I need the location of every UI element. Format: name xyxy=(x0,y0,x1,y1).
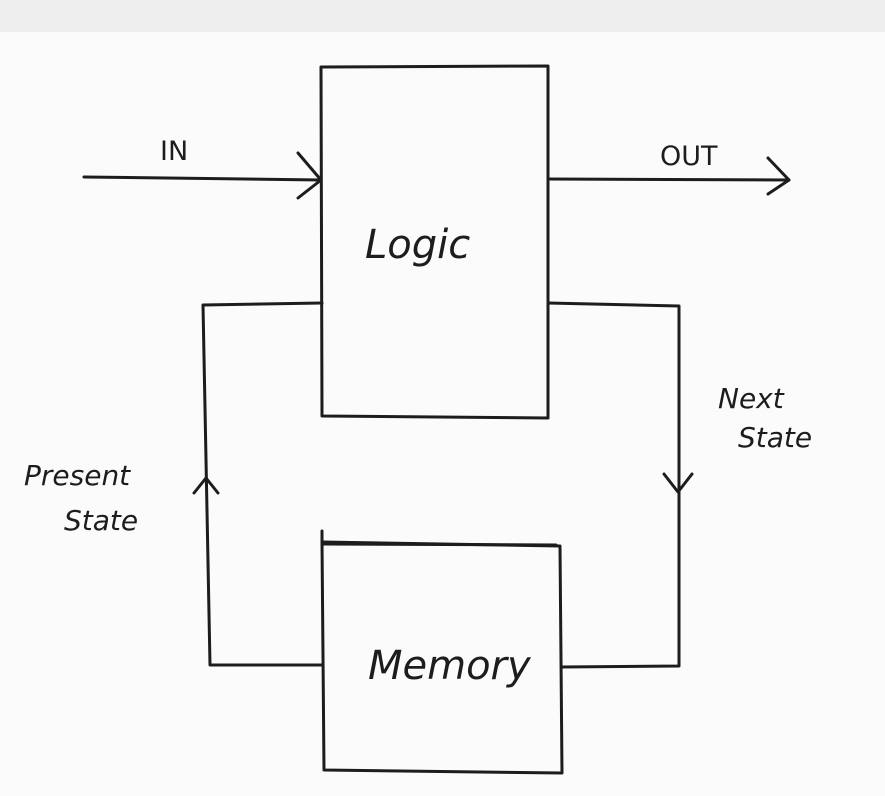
next-state-path xyxy=(546,301,681,669)
present-state-label-line1: Present xyxy=(24,459,131,492)
memory-block-top-edge xyxy=(320,529,558,547)
output-arrowhead xyxy=(766,156,791,196)
memory-block-label: Memory xyxy=(368,643,532,689)
present-state-path xyxy=(201,301,324,667)
logic-block-label: Logic xyxy=(365,222,470,268)
present-state-arrowhead xyxy=(192,476,220,495)
next-state-arrowhead xyxy=(662,472,694,494)
paper-edge-shadow xyxy=(0,0,885,32)
next-state-label-line1: Next xyxy=(718,382,785,415)
input-label: IN xyxy=(160,136,188,167)
output-label: OUT xyxy=(660,141,718,172)
output-arrow-line xyxy=(546,177,791,182)
logic-block xyxy=(319,64,550,420)
present-state-label-line2: State xyxy=(64,504,138,537)
next-state-label-line2: State xyxy=(738,421,812,454)
input-arrow-line xyxy=(82,175,323,182)
input-arrowhead xyxy=(296,151,323,200)
